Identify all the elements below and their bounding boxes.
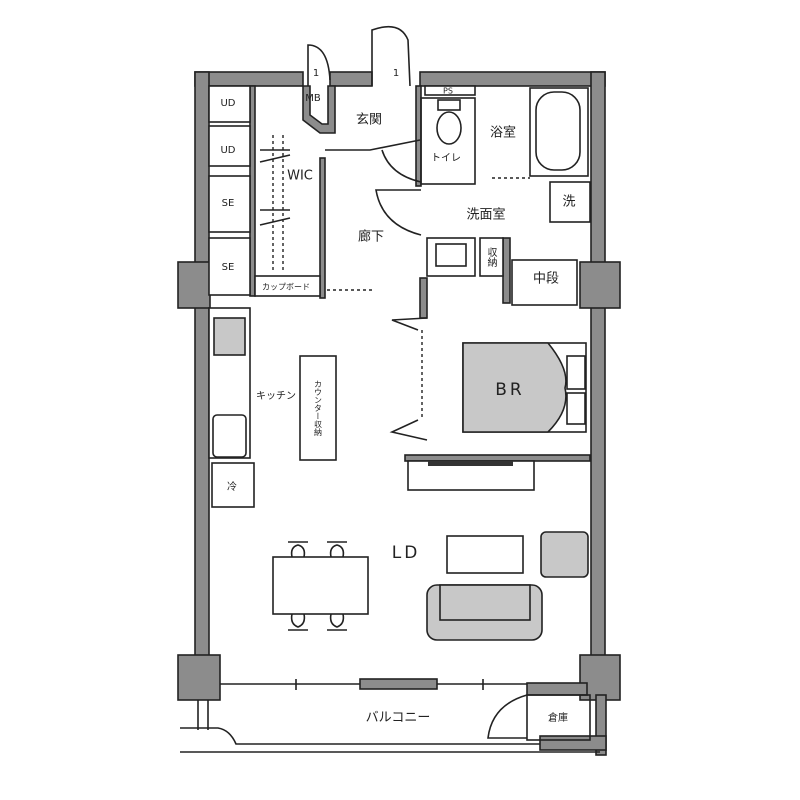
closet-label: SE: [222, 262, 235, 273]
balcony-edge: [180, 700, 600, 753]
washroom-door[interactable]: [375, 189, 422, 236]
door-mark: 1: [393, 68, 399, 79]
room-label-washroom: 洗面室: [466, 207, 505, 223]
br-folding-door[interactable]: [389, 317, 428, 441]
kitchen-sink-icon: [212, 414, 247, 458]
tv: [428, 461, 513, 466]
room-label-kitchen: キッチン: [256, 390, 296, 402]
stove-icon: [213, 317, 246, 356]
ps-label: PS: [443, 87, 453, 96]
room-label-hallway: 廊下: [358, 229, 384, 245]
armchair: [540, 531, 589, 578]
closets: [208, 85, 251, 296]
bed-cover: [462, 342, 567, 433]
room-label-fridge: 冷: [227, 480, 237, 493]
closet-label: UD: [220, 98, 235, 109]
pillow: [566, 392, 586, 425]
room-label-balcony: バルコニー: [366, 711, 431, 726]
mb-door[interactable]: [307, 44, 331, 86]
sink-icon: [435, 243, 467, 267]
dining-chairs: [288, 541, 347, 631]
fridge: [211, 462, 255, 508]
toilet-icon: [436, 111, 462, 145]
room-label-toilet: トイレ: [431, 153, 461, 164]
room-label-middle-shelf: 中段: [533, 272, 559, 287]
room-label-wic: WIC: [287, 169, 313, 184]
closet-label: SE: [222, 198, 235, 209]
bathtub-icon: [535, 91, 581, 171]
room-label-entrance: 玄関: [356, 113, 382, 128]
pipe-space: [424, 85, 476, 96]
shed: [526, 694, 591, 741]
sofa-seat: [439, 584, 531, 621]
toilet-tank: [437, 99, 461, 111]
entrance-step: [325, 139, 421, 151]
washer: [549, 181, 591, 223]
dining-table: [272, 556, 369, 615]
room-label-bathroom: 浴室: [490, 125, 516, 141]
room-label-counter-storage: カウンター収納: [314, 380, 323, 437]
toilet-door[interactable]: [381, 149, 422, 183]
room-label-cupboard: カップボード: [262, 283, 310, 292]
cupboard: [254, 275, 321, 297]
room-label-shed: 倉庫: [548, 711, 568, 724]
wic-hangers: [259, 149, 291, 226]
entrance-door[interactable]: [371, 25, 411, 87]
room-label-washer: 洗: [562, 195, 575, 210]
middle-shelf: [511, 259, 578, 306]
window-marks: [295, 679, 484, 690]
counter-storage: [299, 355, 337, 461]
room-label-mb: MB: [305, 93, 321, 104]
storage: [479, 237, 504, 277]
toilet-room: [420, 97, 476, 185]
coffee-table: [446, 535, 524, 574]
room-label-storage: 収納: [485, 247, 497, 268]
pillow: [566, 355, 586, 390]
room-label-living-dining: LD: [392, 543, 421, 563]
wic-rail: [272, 135, 284, 270]
closet-label: UD: [220, 145, 235, 156]
door-mark: 1: [313, 68, 319, 79]
shed-door[interactable]: [487, 694, 528, 739]
room-label-bedroom: BR: [495, 380, 524, 400]
